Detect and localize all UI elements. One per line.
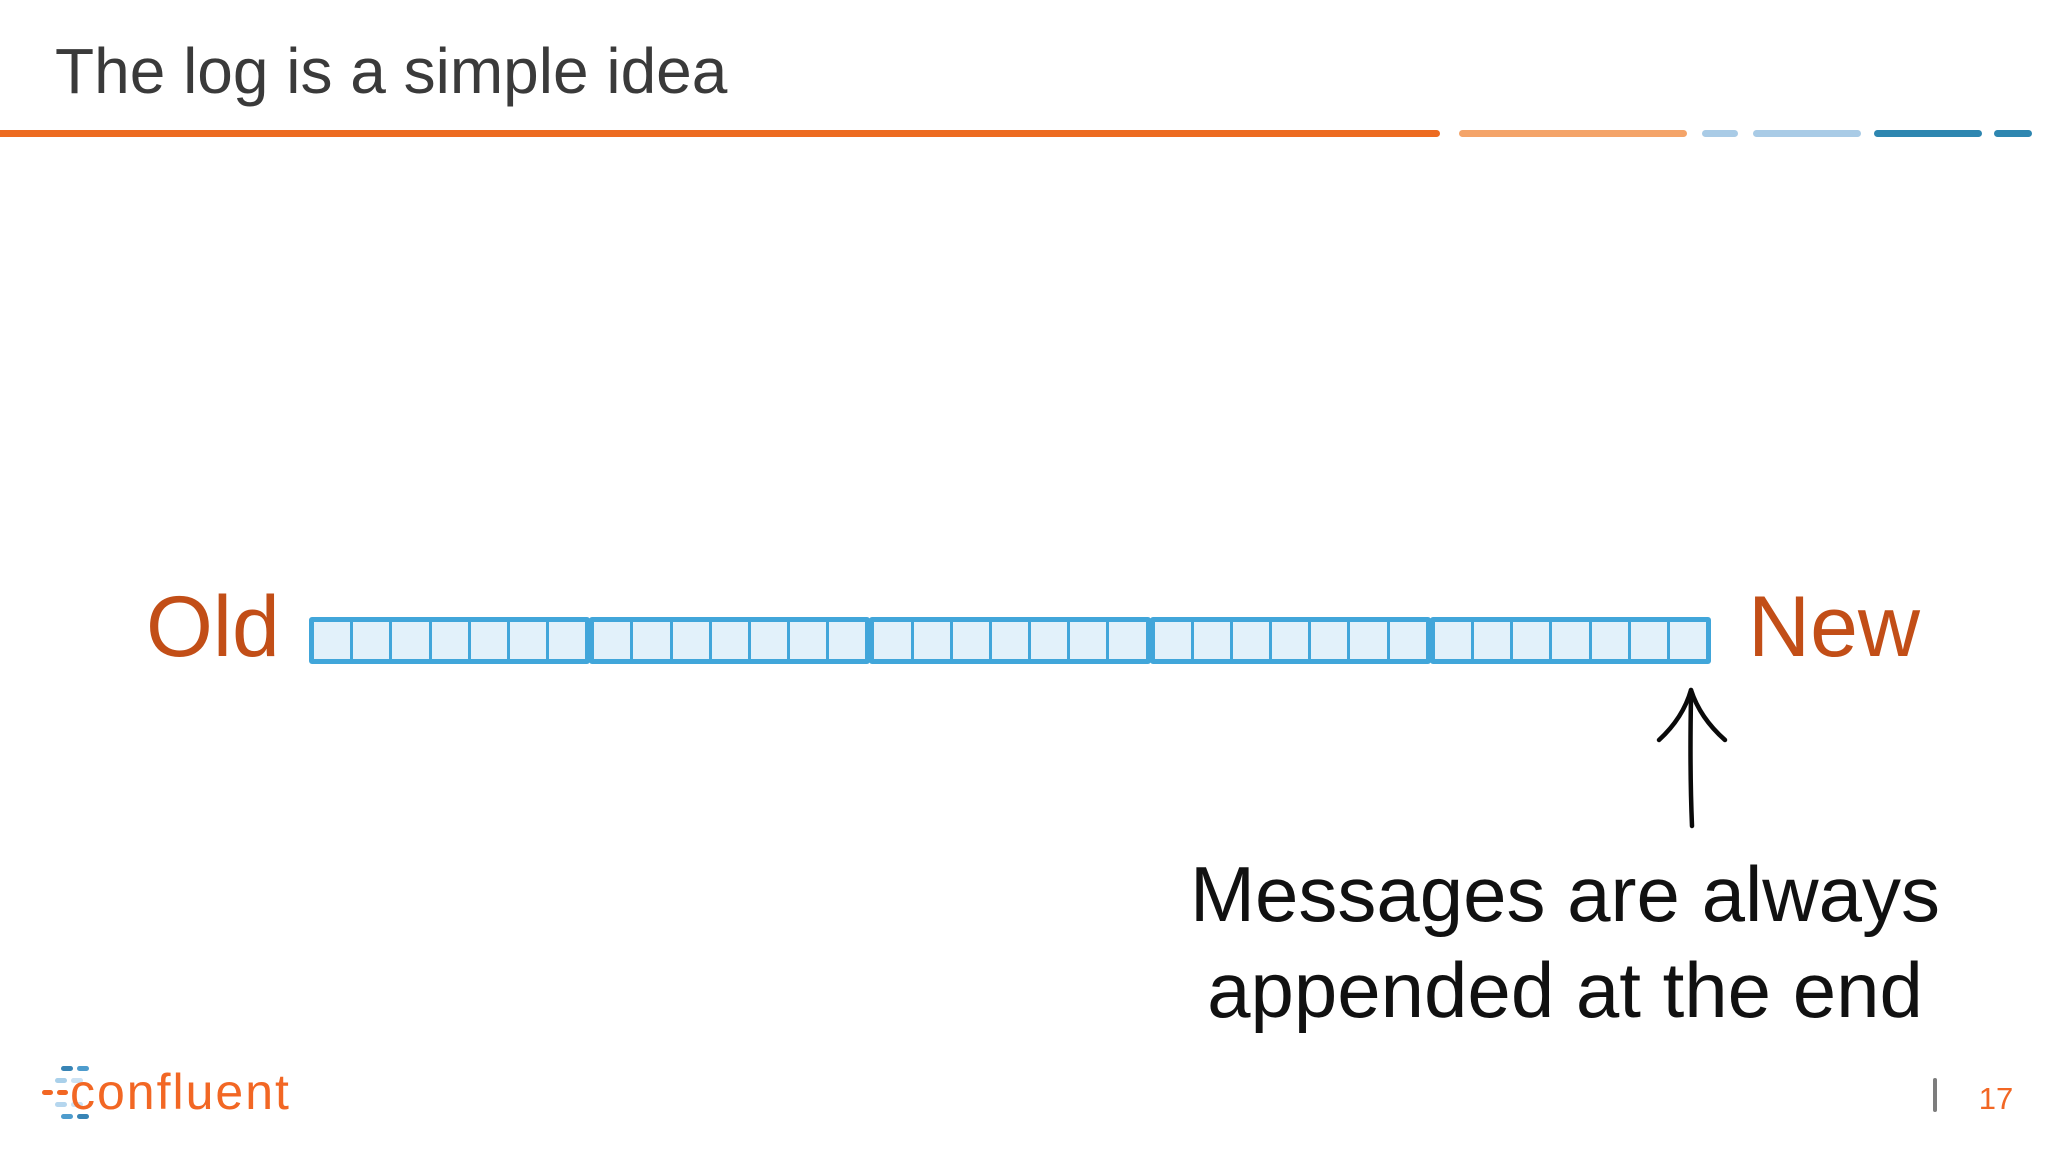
log-cell	[1670, 622, 1706, 659]
log-cell	[510, 622, 550, 659]
log-cell	[992, 622, 1032, 659]
log-segment	[869, 617, 1151, 664]
header-rule-orange	[0, 130, 1440, 137]
log-cell	[392, 622, 432, 659]
log-segment	[1149, 617, 1431, 664]
log-cell	[1311, 622, 1351, 659]
log-bar	[309, 617, 1712, 664]
log-cell	[471, 622, 510, 659]
confluent-wind-mark-icon	[40, 1066, 100, 1119]
log-cell	[1592, 622, 1631, 659]
log-cell	[1031, 622, 1071, 659]
logo-dash-icon	[71, 1102, 83, 1107]
log-old-label: Old	[146, 579, 280, 675]
append-caption: Messages are always appended at the end	[1060, 846, 2048, 1038]
log-new-label: New	[1748, 579, 1921, 675]
log-cell	[1233, 622, 1273, 659]
log-cell	[1435, 622, 1474, 659]
log-cell	[594, 622, 634, 659]
confluent-logo-text: confluent	[70, 1064, 291, 1120]
logo-dash-icon	[71, 1078, 83, 1083]
log-cell	[1390, 622, 1426, 659]
log-cell	[1631, 622, 1670, 659]
log-cell	[314, 622, 354, 659]
logo-dash-icon	[57, 1090, 68, 1095]
append-caption-line-2: appended at the end	[1207, 946, 1923, 1034]
log-cell	[712, 622, 751, 659]
log-segment	[1429, 617, 1712, 664]
log-cell	[790, 622, 830, 659]
log-cell	[673, 622, 712, 659]
append-caption-line-1: Messages are always	[1190, 850, 1940, 938]
log-cell	[1070, 622, 1110, 659]
footer-divider	[1933, 1078, 1937, 1112]
arrow-up-icon	[1656, 687, 1728, 829]
header-rule-segment-light-orange	[1459, 130, 1687, 137]
logo-dash-icon	[77, 1114, 89, 1119]
log-cell	[1109, 622, 1145, 659]
log-cell	[829, 622, 865, 659]
log-cell	[633, 622, 673, 659]
logo-dash-icon	[61, 1066, 73, 1071]
header-rule-segment-pale-blue-short	[1702, 130, 1738, 137]
log-cell	[1552, 622, 1592, 659]
log-cell	[1474, 622, 1514, 659]
log-cell	[353, 622, 393, 659]
page-number: 17	[1978, 1081, 2014, 1116]
log-cell	[1350, 622, 1390, 659]
log-cell	[1194, 622, 1233, 659]
header-rule-segment-pale-blue-long	[1753, 130, 1861, 137]
logo-dash-icon	[55, 1078, 67, 1083]
log-segment	[309, 617, 591, 664]
logo-dash-icon	[61, 1114, 73, 1119]
log-cell	[432, 622, 471, 659]
logo-dash-icon	[77, 1066, 89, 1071]
header-rule-segment-teal-long	[1874, 130, 1982, 137]
confluent-logo: confluent	[40, 1066, 360, 1128]
log-cell	[1272, 622, 1312, 659]
slide-title: The log is a simple idea	[55, 35, 728, 107]
log-cell	[914, 622, 953, 659]
log-cell	[549, 622, 585, 659]
log-cell	[874, 622, 914, 659]
logo-dash-icon	[42, 1090, 53, 1095]
logo-dash-icon	[55, 1102, 67, 1107]
log-cell	[1155, 622, 1194, 659]
log-segment	[589, 617, 871, 664]
header-rule-segment-teal-short	[1994, 130, 2032, 137]
log-cell	[953, 622, 992, 659]
log-cell	[751, 622, 791, 659]
log-cell	[1513, 622, 1553, 659]
